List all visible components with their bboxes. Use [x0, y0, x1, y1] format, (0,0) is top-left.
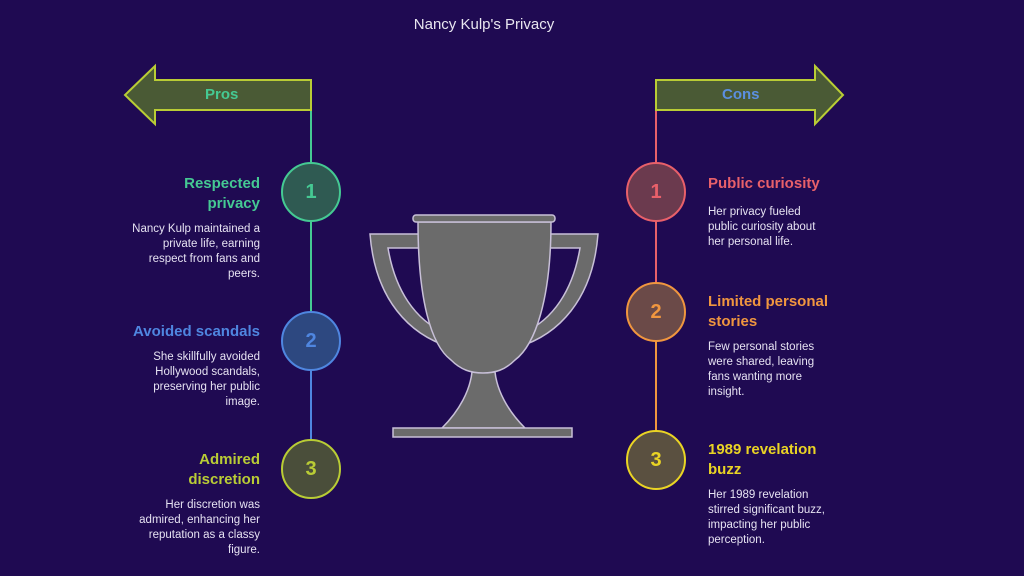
- page-title: Nancy Kulp's Privacy: [413, 16, 555, 33]
- cons-circle-3: [626, 430, 686, 490]
- cons-text-2: Few personal stories were shared, leavin…: [708, 341, 815, 398]
- pros-arrow: [123, 63, 312, 127]
- cons-text-3: Her 1989 revelation stirred significant …: [708, 489, 825, 546]
- pros-heading-3: Admired discretion: [188, 451, 260, 488]
- pros-circle-2: [281, 311, 341, 371]
- pros-number-3: 3: [305, 458, 317, 480]
- cons-number-2: 2: [650, 301, 662, 323]
- pros-text-1: Nancy Kulp maintained a private life, ea…: [132, 223, 260, 280]
- cons-heading-3: 1989 revelation buzz: [708, 441, 817, 478]
- cons-heading-2: Limited personal stories: [708, 293, 829, 330]
- pros-heading-1: Respected privacy: [184, 175, 260, 212]
- pros-label: Pros: [205, 86, 239, 103]
- cons-circle-1: [626, 162, 686, 222]
- pros-circle-1: [281, 162, 341, 222]
- cons-heading-1: Public curiosity: [708, 175, 820, 192]
- cons-arrow: [655, 63, 845, 127]
- pros-heading-2: Avoided scandals: [133, 323, 260, 340]
- trophy-icon: [369, 214, 599, 438]
- cons-text-1: Her privacy fueled public curiosity abou…: [708, 206, 816, 248]
- pros-number-2: 2: [305, 330, 317, 352]
- pros-text-2: She skillfully avoided Hollywood scandal…: [153, 351, 260, 408]
- pros-number-1: 1: [305, 181, 317, 203]
- cons-number-1: 1: [650, 181, 662, 203]
- cons-number-3: 3: [650, 449, 662, 471]
- pros-circle-3: [281, 439, 341, 499]
- cons-label: Cons: [722, 86, 760, 103]
- cons-circle-2: [626, 282, 686, 342]
- pros-text-3: Her discretion was admired, enhancing he…: [139, 499, 260, 556]
